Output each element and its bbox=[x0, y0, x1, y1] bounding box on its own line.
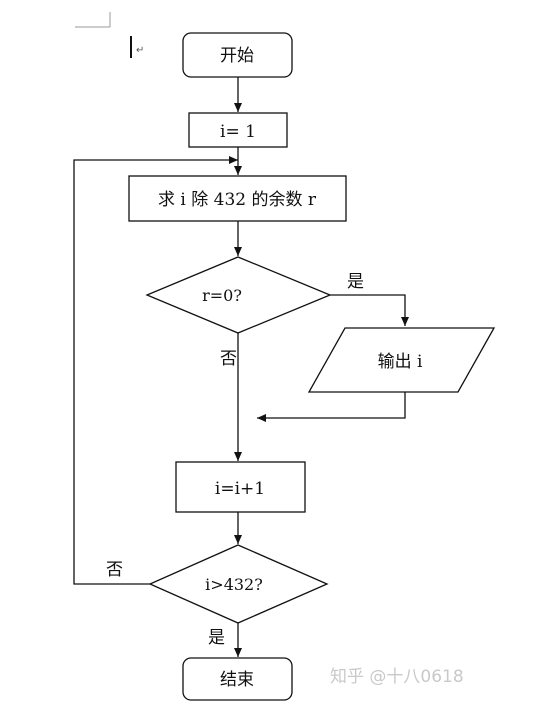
arrow-cond2-no-loop bbox=[73, 156, 238, 585]
no1-label: 否 bbox=[220, 349, 237, 369]
increment-process bbox=[175, 461, 306, 513]
increment-label: i=i+1 bbox=[215, 479, 265, 499]
yes2-label: 是 bbox=[208, 628, 225, 648]
cond1-label: r=0? bbox=[202, 286, 242, 305]
output-io bbox=[307, 327, 496, 393]
watermark: 知乎 @十八0618 bbox=[330, 667, 464, 687]
arrow-cond1-yes bbox=[330, 294, 409, 326]
yes1-label: 是 bbox=[347, 272, 364, 292]
remainder-label: 求 i 除 432 的余数 r bbox=[158, 190, 317, 210]
arrow-output-return bbox=[257, 392, 406, 422]
start-label: 开始 bbox=[220, 46, 254, 66]
init-label: i= 1 bbox=[220, 122, 256, 142]
end-label: 结束 bbox=[220, 670, 254, 690]
end-terminal bbox=[182, 657, 293, 701]
paragraph-mark: ↵ bbox=[136, 45, 144, 56]
cond2-label: i>432? bbox=[205, 575, 263, 594]
output-label: 输出 i bbox=[378, 352, 423, 372]
no2-label: 否 bbox=[106, 560, 123, 580]
